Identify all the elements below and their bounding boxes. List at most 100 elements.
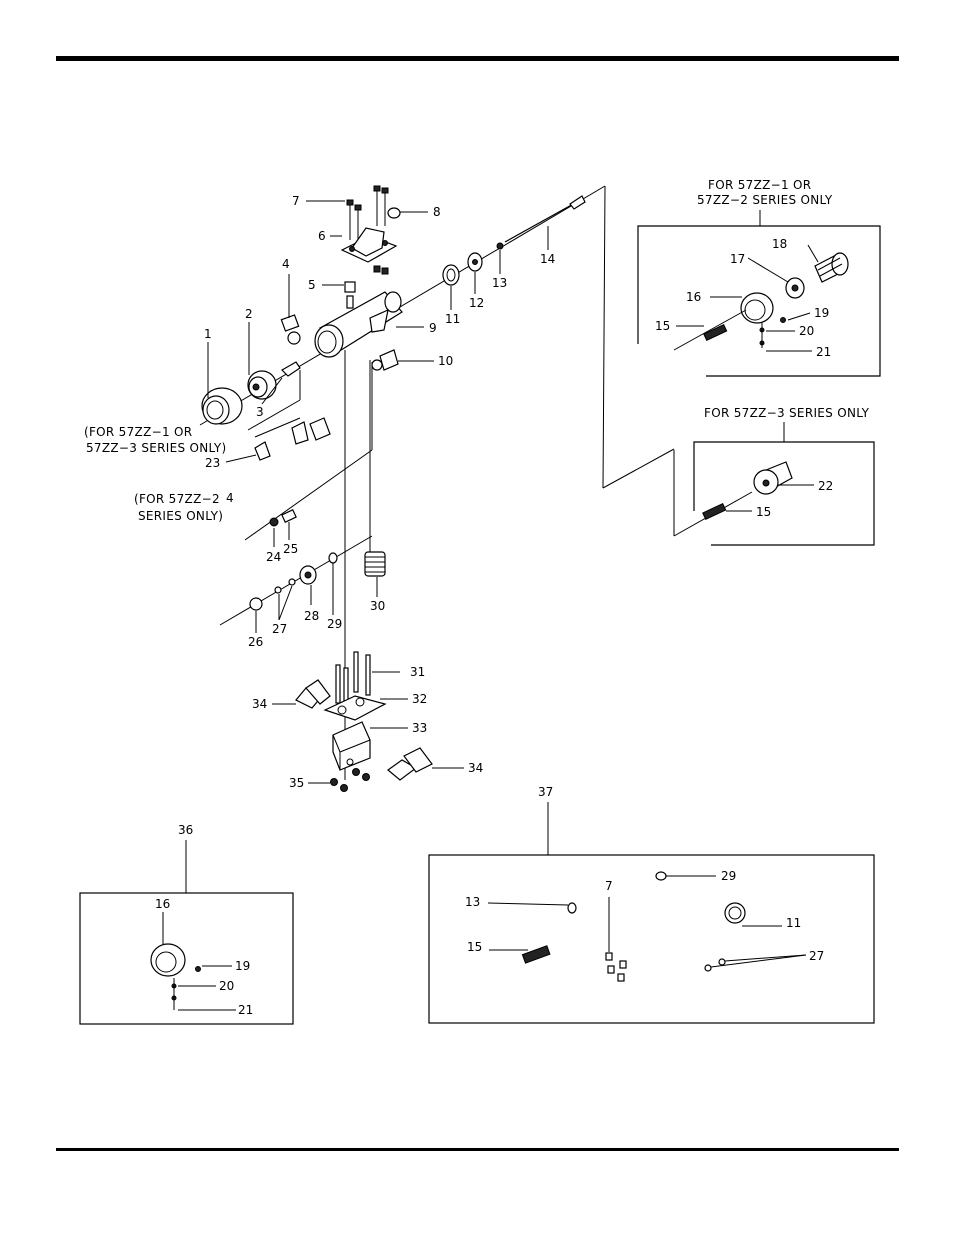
box1-title-line1: FOR 57ZZ−1 OR xyxy=(708,178,811,192)
kit37-part-15-spring xyxy=(522,946,550,963)
kit36-callout-19: 19 xyxy=(235,959,250,973)
callout-24: 24 xyxy=(266,550,281,564)
kit37-part-7-screws xyxy=(606,953,626,981)
kit37-callout-29: 29 xyxy=(721,869,736,883)
callout-37: 37 xyxy=(538,785,553,799)
callout-15-alt: 15 xyxy=(756,505,771,519)
inset-box-36-kit: 36 16 19 20 21 xyxy=(80,823,293,1024)
part-24-nut xyxy=(270,518,278,526)
callout-2: 2 xyxy=(245,307,253,321)
part-2-air-cap xyxy=(248,371,276,399)
inset-box-57zz-3: FOR 57ZZ−3 SERIES ONLY 22 15 xyxy=(674,406,874,545)
callout-10: 10 xyxy=(438,354,453,368)
inset-box-37-kit: 37 13 15 7 29 11 xyxy=(429,785,874,1023)
part-14-needle xyxy=(505,196,585,242)
kit36-callout-20: 20 xyxy=(219,979,234,993)
part-23-inlet-fitting xyxy=(255,418,330,460)
note-57zz-1-or-3-line1: (FOR 57ZZ−1 OR xyxy=(84,425,192,439)
kit36-callout-16: 16 xyxy=(155,897,170,911)
part-32-gasket xyxy=(325,696,385,720)
part-34-elbow-left xyxy=(296,680,330,708)
callout-33: 33 xyxy=(412,721,427,735)
part-9-gun-body xyxy=(315,292,402,357)
part-22-adjustment-knob xyxy=(754,462,792,494)
callout-28: 28 xyxy=(304,609,319,623)
callout-19: 19 xyxy=(814,306,829,320)
kit37-callout-27: 27 xyxy=(809,949,824,963)
callout-1: 1 xyxy=(204,327,212,341)
callout-13: 13 xyxy=(492,276,507,290)
callout-21: 21 xyxy=(816,345,831,359)
callout-6: 6 xyxy=(318,229,326,243)
part-34-elbow-right xyxy=(388,748,432,780)
callout-5: 5 xyxy=(308,278,316,292)
callout-23: 23 xyxy=(205,456,220,470)
part-5-spacer xyxy=(345,282,355,308)
part-29-o-ring xyxy=(329,553,337,563)
callout-22: 22 xyxy=(818,479,833,493)
callout-4-left: 4 xyxy=(226,491,234,505)
callout-34-right: 34 xyxy=(468,761,483,775)
callout-35: 35 xyxy=(289,776,304,790)
callout-30: 30 xyxy=(370,599,385,613)
callout-9: 9 xyxy=(429,321,437,335)
callout-18: 18 xyxy=(772,237,787,251)
callout-labels: 1 2 3 4 5 6 7 8 9 10 11 12 13 14 23 4 24… xyxy=(204,194,555,790)
callout-15: 15 xyxy=(655,319,670,333)
part-11-o-ring xyxy=(443,265,459,285)
inset-box-57zz-1-2: FOR 57ZZ−1 OR 57ZZ−2 SERIES ONLY xyxy=(638,178,880,376)
part-35-nuts xyxy=(331,769,370,792)
part-31-tie-rods xyxy=(336,652,370,704)
callout-7: 7 xyxy=(292,194,300,208)
callout-31: 31 xyxy=(410,665,425,679)
part-26-nut xyxy=(250,598,262,610)
kit37-part-29-o-ring xyxy=(656,872,666,880)
part-10-fitting xyxy=(372,350,398,370)
callout-4: 4 xyxy=(282,257,290,271)
callout-12: 12 xyxy=(469,296,484,310)
part-12-seal xyxy=(468,253,482,271)
part-28-fitting xyxy=(300,566,316,584)
note-57zz-1-or-3-line2: 57ZZ−3 SERIES ONLY) xyxy=(86,441,227,455)
kit36-callout-21: 21 xyxy=(238,1003,253,1017)
callout-27: 27 xyxy=(272,622,287,636)
callout-3: 3 xyxy=(256,405,264,419)
callout-8: 8 xyxy=(433,205,441,219)
part-15-spring-alt xyxy=(703,504,726,520)
callout-16: 16 xyxy=(686,290,701,304)
callout-29: 29 xyxy=(327,617,342,631)
part-16-housing xyxy=(741,293,773,323)
callout-17: 17 xyxy=(730,252,745,266)
kit36-part-19-pin xyxy=(196,967,201,972)
left-notes: (FOR 57ZZ−1 OR 57ZZ−3 SERIES ONLY) (FOR … xyxy=(84,425,227,523)
part-3-fluid-tip xyxy=(282,362,300,376)
part-25-adapter xyxy=(282,510,296,522)
callout-26: 26 xyxy=(248,635,263,649)
box1-title-line2: 57ZZ−2 SERIES ONLY xyxy=(697,193,833,207)
part-33-manifold-block xyxy=(333,722,370,770)
kit37-part-27-washer-a xyxy=(705,965,711,971)
part-17-nut xyxy=(786,278,804,298)
kit37-callout-7: 7 xyxy=(605,879,613,893)
kit37-callout-13: 13 xyxy=(465,895,480,909)
part-18-knob xyxy=(815,253,848,282)
kit37-part-27-washer-b xyxy=(719,959,725,965)
note-57zz-2-line1: (FOR 57ZZ−2 xyxy=(134,492,220,506)
box2-title-line1: FOR 57ZZ−3 SERIES ONLY xyxy=(704,406,870,420)
part-19-pin xyxy=(781,318,786,323)
callout-25: 25 xyxy=(283,542,298,556)
kit37-part-13-o-ring xyxy=(568,903,576,913)
callout-20: 20 xyxy=(799,324,814,338)
part-8-plug xyxy=(388,208,400,218)
kit37-part-11-o-ring xyxy=(725,903,745,923)
callout-11: 11 xyxy=(445,312,460,326)
callout-14: 14 xyxy=(540,252,555,266)
callout-36: 36 xyxy=(178,823,193,837)
part-4-elbow-fitting xyxy=(281,315,300,344)
kit37-callout-11: 11 xyxy=(786,916,801,930)
callout-34-left: 34 xyxy=(252,697,267,711)
part-13-small-o-ring xyxy=(497,243,503,249)
part-30-hose-spring xyxy=(365,552,385,576)
note-57zz-2-line2: SERIES ONLY) xyxy=(138,509,223,523)
